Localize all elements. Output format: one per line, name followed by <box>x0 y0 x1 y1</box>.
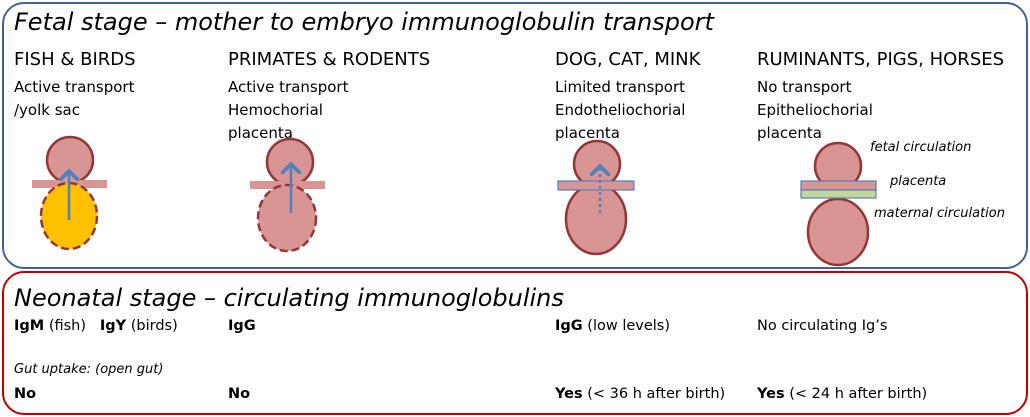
neonatal-title: Neonatal stage – circulating immunoglobu… <box>14 284 564 312</box>
primates-line3: placenta <box>228 124 293 142</box>
ruminants-line1: No transport <box>757 78 852 96</box>
dog-line2: Endotheliochorial <box>555 101 686 119</box>
primates-ig: IgG <box>228 318 256 334</box>
primates-diagram <box>250 137 325 253</box>
label-placenta: placenta <box>890 174 947 189</box>
fish-line2: /yolk sac <box>14 101 80 119</box>
fetal-title: Fetal stage – mother to embryo immunoglo… <box>14 8 714 36</box>
heading-fish-birds: FISH & BIRDS <box>14 49 136 70</box>
fish-line1: Active transport <box>14 78 135 96</box>
ruminants-line3: placenta <box>757 124 822 142</box>
fish-diagram <box>32 135 107 251</box>
heading-dog-cat-mink: DOG, CAT, MINK <box>555 49 701 70</box>
ruminant-diagram <box>800 141 877 267</box>
dog-line3: placenta <box>555 124 620 142</box>
label-fetal-circulation: fetal circulation <box>870 140 972 155</box>
heading-ruminants: RUMINANTS, PIGS, HORSES <box>757 49 1005 70</box>
dog-gut-uptake: Yes (< 36 h after birth) <box>555 386 726 402</box>
heading-primates-rodents: PRIMATES & RODENTS <box>228 49 431 70</box>
dog-line1: Limited transport <box>555 78 686 96</box>
fish-birds-ig: IgM (fish) IgY (birds) <box>14 318 178 334</box>
dog-diagram <box>557 139 635 256</box>
primates-line1: Active transport <box>228 78 349 96</box>
dog-ig: IgG (low levels) <box>555 318 671 334</box>
ruminants-line2: Epitheliochorial <box>757 101 873 119</box>
primates-gut-uptake: No <box>228 386 251 402</box>
ruminant-ig: No circulating Ig’s <box>757 318 888 334</box>
ruminant-gut-uptake: Yes (< 24 h after birth) <box>757 386 928 402</box>
primates-line2: Hemochorial <box>228 101 323 119</box>
fish-gut-uptake: No <box>14 386 37 402</box>
gut-uptake-label: Gut uptake: (open gut) <box>14 362 164 377</box>
label-maternal-circulation: maternal circulation <box>874 206 1005 221</box>
fetal-stage-panel <box>2 2 1028 269</box>
neonatal-stage-panel <box>2 271 1028 415</box>
